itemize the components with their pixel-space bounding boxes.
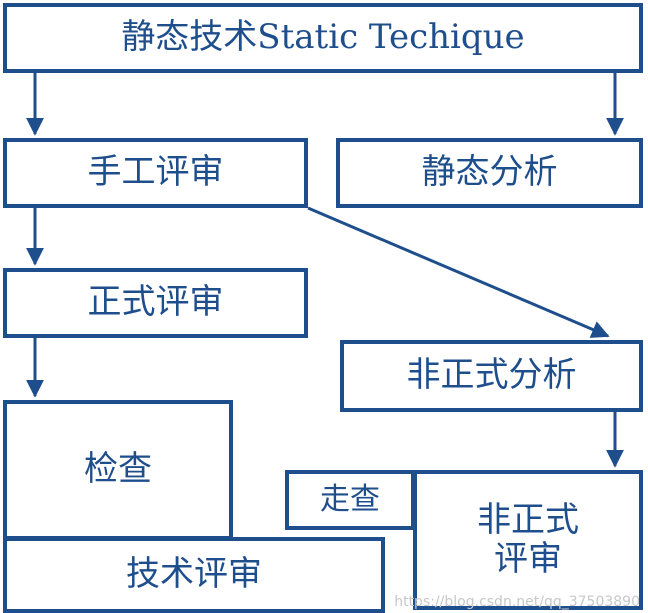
inspection-label: 检查 (84, 449, 152, 490)
inspection-box: 检查 (3, 400, 233, 540)
informal-analysis-box: 非正式分析 (340, 340, 643, 412)
informal-analysis-label: 非正式分析 (406, 355, 577, 396)
informal-review-label-line1: 非正式 (477, 499, 579, 540)
informal-review-text: 非正式 评审 (477, 499, 579, 579)
static-technique-label: 静态技术Static Techique (121, 17, 525, 58)
watermark-url: https://blog.csdn.net/qq_37503890 (394, 594, 640, 610)
walkthrough-box: 走查 (285, 470, 415, 530)
static-analysis-box: 静态分析 (336, 138, 643, 208)
manual-review-label: 手工评审 (87, 152, 224, 193)
formal-review-box: 正式评审 (3, 268, 308, 338)
static-technique-box: 静态技术Static Techique (3, 3, 643, 73)
formal-review-label: 正式评审 (87, 282, 224, 323)
walkthrough-label: 走查 (320, 481, 380, 517)
arrow-manual-to-informal-analysis (307, 206, 610, 338)
informal-review-label-line2: 评审 (494, 539, 562, 579)
manual-review-box: 手工评审 (3, 138, 308, 208)
static-analysis-label: 静态分析 (421, 152, 558, 193)
informal-review-box: 非正式 评审 (413, 470, 643, 610)
technical-review-box: 技术评审 (3, 537, 385, 613)
technical-review-label: 技术评审 (126, 554, 262, 595)
